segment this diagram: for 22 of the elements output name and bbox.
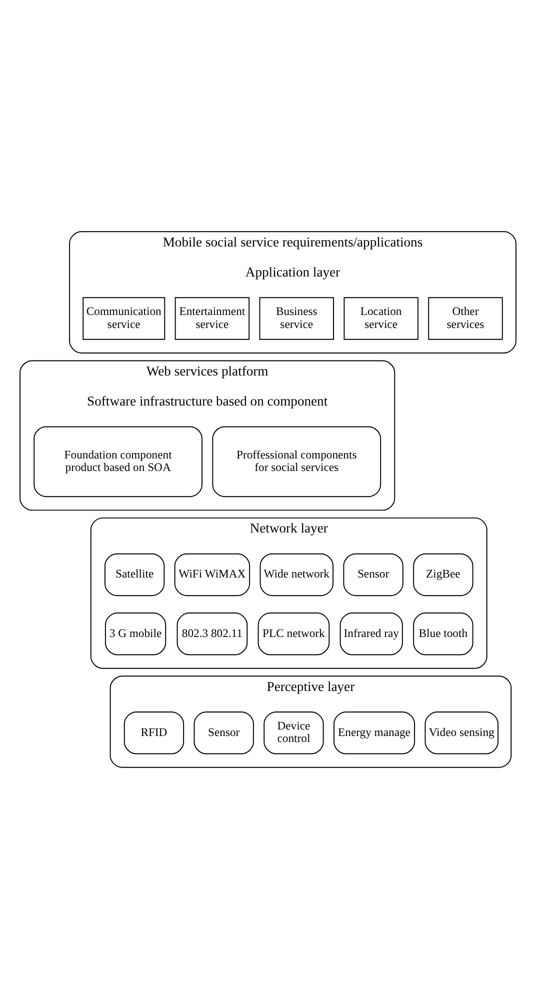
node-box: Sensor: [343, 552, 404, 596]
node-box: 802.3 802.11: [176, 612, 248, 655]
node-box: Device control: [264, 711, 324, 754]
node-box: Other services: [428, 296, 503, 340]
node-box: Entertainment service: [174, 296, 250, 340]
node-box: ZigBee: [413, 552, 474, 596]
node-box: Business service: [259, 296, 334, 340]
node-box: Wide network: [260, 552, 334, 596]
node-box: Energy manage: [334, 711, 416, 754]
node-box: PLC network: [258, 612, 330, 655]
node-box: Sensor: [194, 711, 254, 754]
node-box: Satellite: [104, 552, 165, 596]
node-box: Location service: [344, 296, 418, 340]
node-box: Foundation component product based on SOA: [34, 426, 202, 497]
node-box: WiFi WiMAX: [174, 552, 250, 596]
node-box: Video sensing: [424, 711, 498, 754]
node-box: Proffessional components for social services: [212, 426, 382, 497]
node-box: Blue tooth: [413, 612, 474, 655]
node-box: RFID: [124, 711, 184, 754]
node-box: Infrared ray: [340, 612, 403, 655]
node-box: Communication service: [82, 296, 166, 340]
node-box: 3 G mobile: [104, 612, 166, 655]
